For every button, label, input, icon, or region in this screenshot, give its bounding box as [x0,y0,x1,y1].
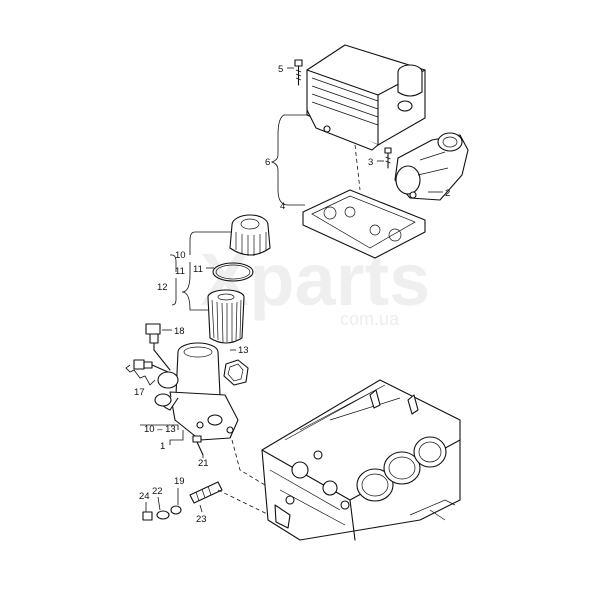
callout-21: 21 [198,458,209,469]
engine-block [261,379,461,541]
callout-6: 6 [265,157,270,168]
screw-3 [384,147,392,169]
callout-10-13: 10 – 13 [144,424,176,435]
callout-11-group: 11 [175,266,185,277]
callout-22: 22 [152,486,163,497]
callout-24: 24 [139,491,150,502]
oil-filter-flange-2 [394,132,469,201]
callout-13: 13 [238,345,249,356]
valve-23 [189,481,223,504]
callout-23: 23 [196,514,207,525]
callout-10: 10 [175,250,186,261]
filter-housing-1 [154,342,239,441]
callout-1: 1 [160,441,165,452]
o-ring-19 [170,505,182,515]
callout-3: 3 [368,157,373,168]
callout-2: 2 [445,188,450,199]
filter-cap-10 [229,214,271,256]
callout-18: 18 [174,326,185,337]
plug-24 [142,511,153,521]
callout-4: 4 [280,201,285,212]
o-ring-22 [156,510,170,520]
filter-element-12 [207,289,245,344]
gasket-4 [302,189,426,259]
callout-12: 12 [157,282,168,293]
sensor-18 [145,323,171,371]
callout-5: 5 [278,64,283,75]
callout-17: 17 [134,387,145,398]
bolt-21 [192,435,204,456]
callout-11: 11 [193,264,203,275]
screw-5 [294,59,303,86]
gasket-13 [223,359,249,386]
o-ring-11 [212,262,254,282]
sensor-17 [133,359,169,373]
watermark-domain: com.ua [340,309,400,329]
oil-cooler [306,44,426,151]
callout-19: 19 [174,476,185,487]
